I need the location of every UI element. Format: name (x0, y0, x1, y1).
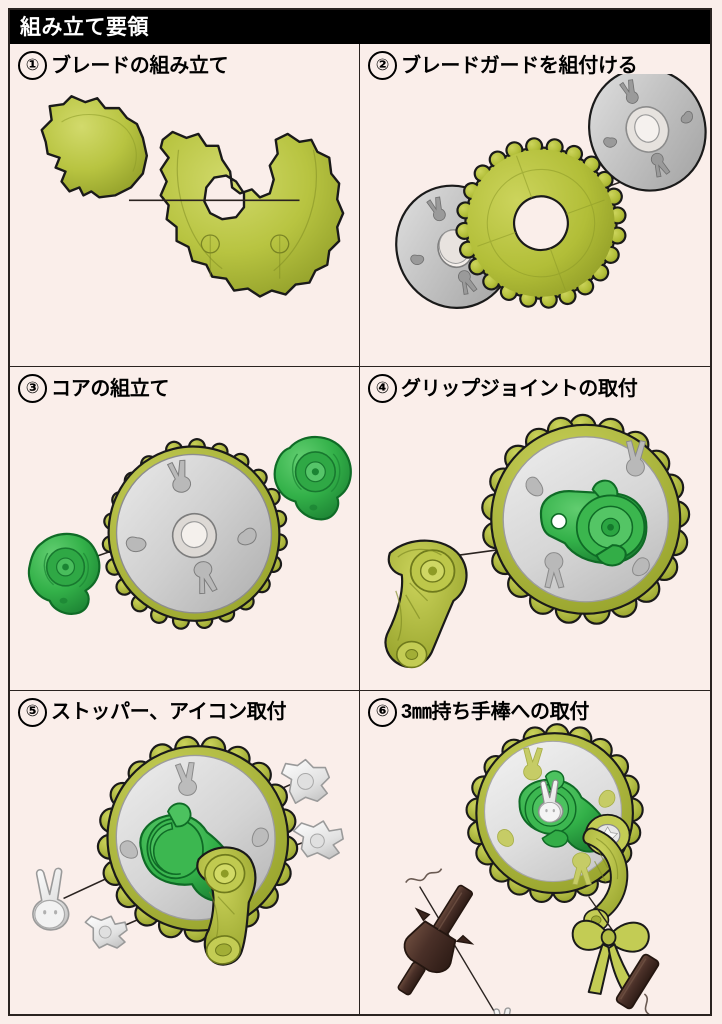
blade-segment-small (40, 95, 149, 199)
bunny-rod-end (493, 1007, 511, 1014)
step-panel-2: ② ブレードガードを組付ける (360, 44, 710, 368)
step-1-number: ① (18, 51, 47, 80)
steps-grid: ① ブレードの組み立て (10, 44, 710, 1014)
grip-arm (384, 539, 468, 669)
bunny-cutouts-front (603, 79, 693, 178)
grip-hub (539, 479, 648, 567)
step-6-artwork (360, 721, 710, 1014)
blade-segment-large (159, 130, 345, 298)
step-panel-4: ④ グリップジョイントの取付 (360, 367, 710, 691)
wheel-assembly-5 (96, 735, 299, 966)
step-2-title: ブレードガードを組付ける (401, 54, 638, 77)
sheet-title: 組み立て要領 (20, 15, 149, 39)
step-2-artwork (360, 74, 710, 366)
step-4-header: ④ グリップジョイントの取付 (360, 367, 710, 404)
stopper-c (280, 758, 331, 804)
step-4-artwork (360, 397, 710, 689)
step-panel-1: ① ブレードの組み立て (10, 44, 360, 368)
step-6-number: ⑥ (368, 697, 397, 727)
step-3-artwork (10, 397, 359, 689)
step-6-title: 3㎜持ち手棒への取付 (401, 701, 590, 724)
wheel-cutouts (525, 440, 650, 589)
ribbon-bow-group (571, 895, 660, 1014)
step-4-number: ④ (368, 374, 397, 404)
step-2-number: ② (368, 51, 397, 80)
step-5-number: ⑤ (18, 697, 47, 727)
wheel-assembly (481, 414, 691, 626)
completed-wheel (465, 722, 644, 931)
plate-cutouts (125, 460, 257, 595)
gear-plate (101, 438, 288, 631)
step-4-title: グリップジョイントの取付 (401, 377, 638, 400)
step-5-artwork (10, 721, 359, 1014)
bunny-charm-on-hub (537, 779, 564, 823)
step-panel-3: ③ コアの組立て (10, 367, 360, 691)
handle-rod (397, 867, 511, 1014)
stopper-b (292, 819, 344, 860)
step-1-artwork (10, 74, 359, 366)
step-5-title: ストッパー、アイコン取付 (51, 701, 287, 724)
wheel-cutouts-6 (497, 747, 616, 885)
step-3-number: ③ (18, 374, 47, 404)
core-right (273, 436, 352, 521)
step-3-header: ③ コアの組立て (10, 367, 359, 404)
instruction-sheet: 組み立て要領 ① ブレードの組み立て (8, 8, 712, 1016)
grip-arm-5 (196, 846, 257, 966)
step-3-title: コアの組立て (51, 377, 170, 400)
guard-disc-front (588, 74, 707, 192)
sheet-title-bar: 組み立て要領 (10, 10, 710, 44)
step-5-header: ⑤ ストッパー、アイコン取付 (10, 691, 359, 727)
step-1-title: ブレードの組み立て (51, 54, 229, 77)
step-panel-6: ⑥ 3㎜持ち手棒への取付 (360, 691, 710, 1014)
gear-ring (455, 137, 627, 309)
ribbon-bow (571, 919, 650, 995)
stopper-a (84, 915, 128, 949)
step-1-header: ① ブレードの組み立て (10, 44, 359, 80)
step-panel-5: ⑤ ストッパー、アイコン取付 (10, 690, 360, 1014)
bunny-icon (32, 867, 70, 931)
step-6-header: ⑥ 3㎜持ち手棒への取付 (360, 691, 710, 727)
step-2-header: ② ブレードガードを組付ける (360, 44, 710, 80)
core-left (27, 533, 101, 616)
